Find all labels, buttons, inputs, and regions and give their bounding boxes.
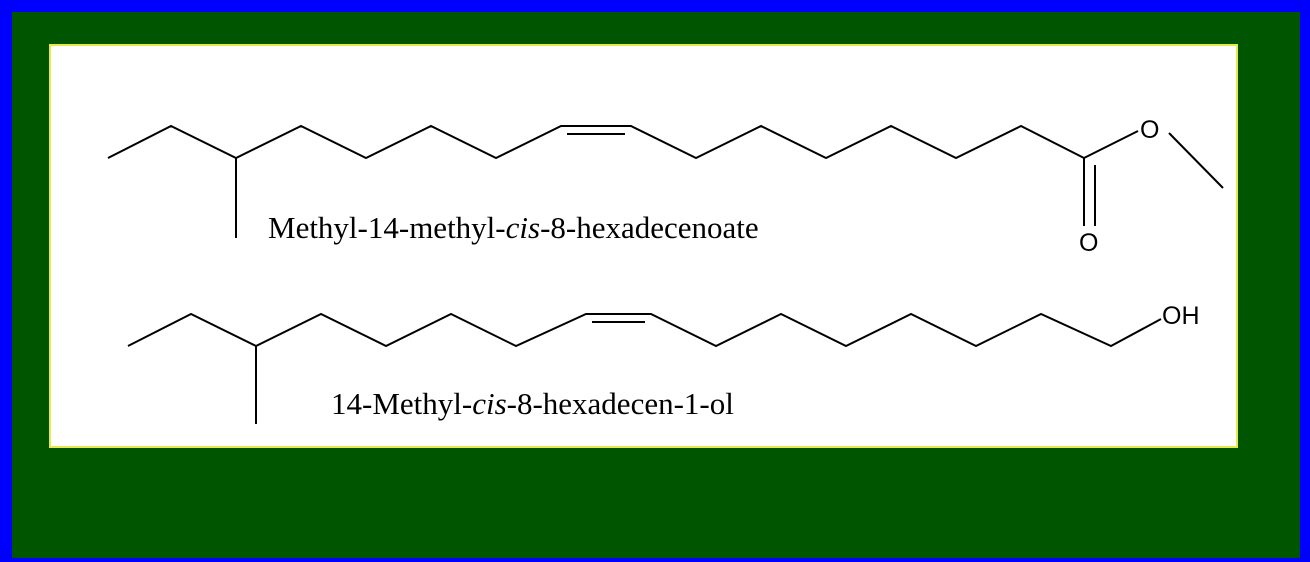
molecule-1-methoxy-bond bbox=[1168, 132, 1224, 189]
molecule-1-name-prefix: Methyl-14-methyl- bbox=[268, 210, 506, 245]
molecule-1-name: Methyl-14-methyl-cis-8-hexadecenoate bbox=[268, 210, 759, 245]
molecule-1-name-suffix: -8-hexadecenoate bbox=[540, 210, 759, 245]
molecule-1-carbonyl-oxygen: O bbox=[1079, 229, 1098, 257]
molecule-2-carbon-chain bbox=[127, 312, 1162, 348]
molecule-2-name-suffix: -8-hexadecen-1-ol bbox=[507, 386, 734, 421]
molecule-2-name-italic: cis bbox=[472, 386, 506, 421]
molecule-1-skeleton bbox=[107, 124, 1224, 238]
molecule-1-ester-oxygen: O bbox=[1140, 116, 1159, 144]
molecule-1-ester-bond bbox=[1083, 130, 1139, 159]
molecule-1-carbon-chain bbox=[107, 124, 1085, 160]
molecule-1-name-italic: cis bbox=[506, 210, 540, 245]
molecule-2-name-prefix: 14-Methyl- bbox=[331, 386, 472, 421]
structure-panel bbox=[49, 44, 1238, 448]
molecule-2-skeleton bbox=[127, 312, 1162, 424]
molecule-2-name: 14-Methyl-cis-8-hexadecen-1-ol bbox=[331, 386, 734, 421]
molecule-2-hydroxyl: OH bbox=[1162, 302, 1200, 330]
